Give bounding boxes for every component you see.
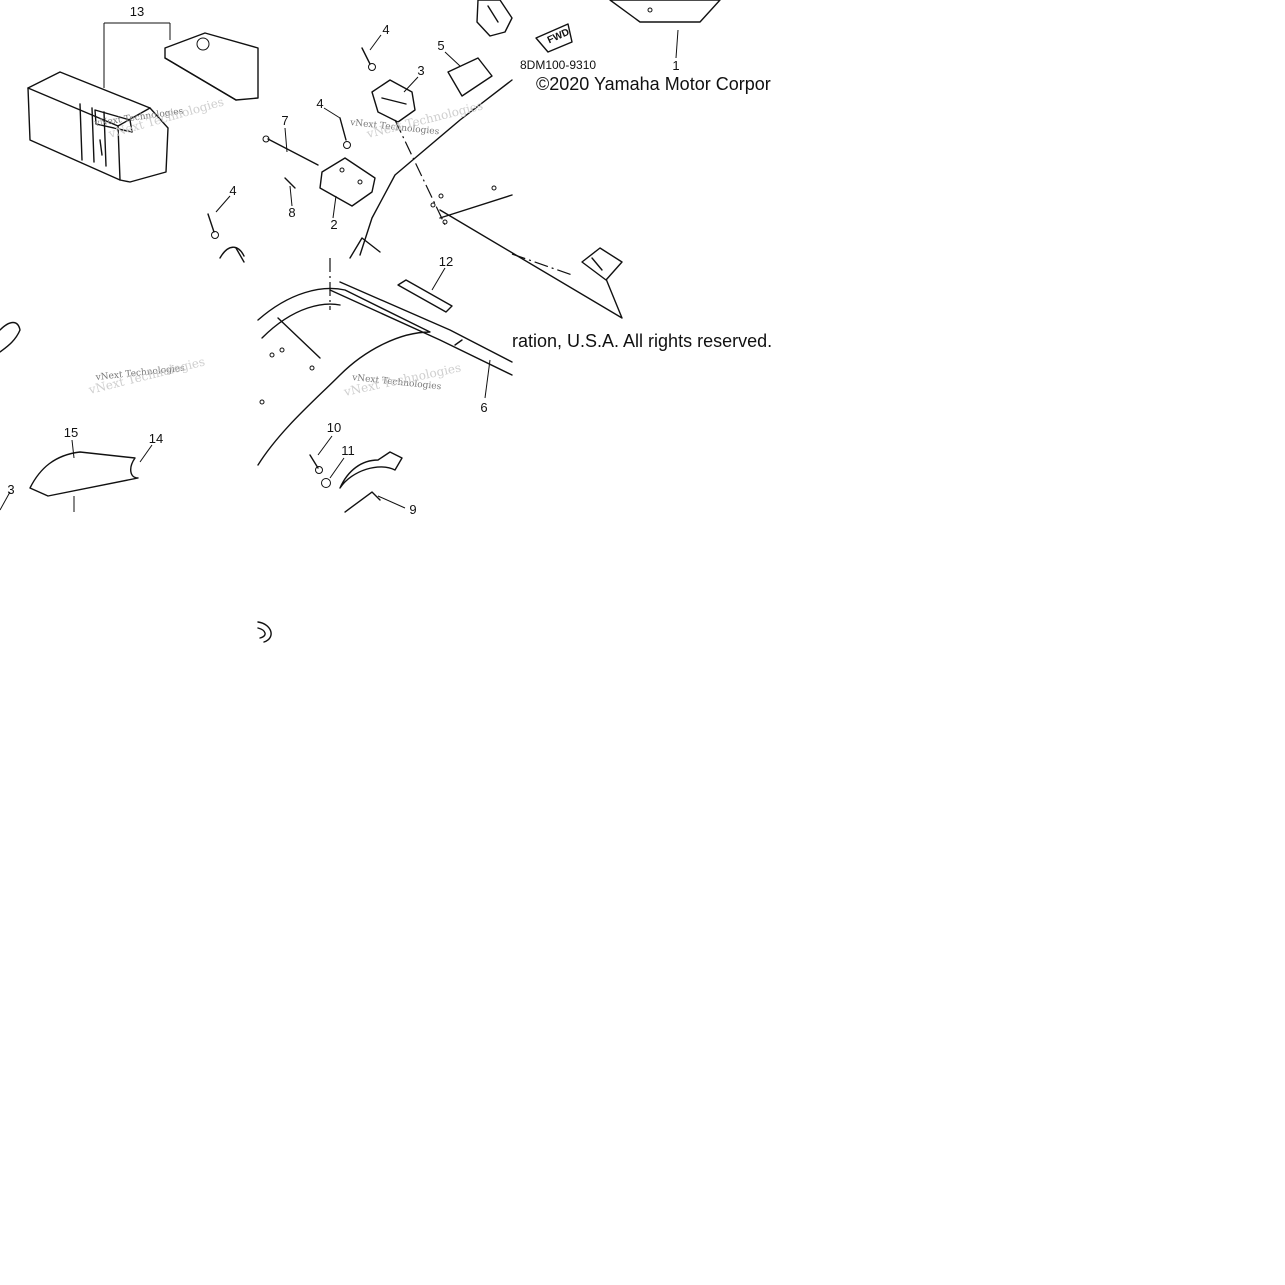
callout-3-lower: 3 [7, 482, 14, 497]
part-10-screw [309, 435, 333, 474]
part-7-long-bolt [262, 127, 319, 166]
leader-3-lower [0, 491, 11, 511]
part-13-seat-box [27, 71, 169, 183]
callout-4-left: 4 [229, 183, 236, 198]
part-right-bracket [581, 247, 623, 281]
copyright-line-1: ©2020 Yamaha Motor Corpor [536, 74, 771, 94]
leader-13 [103, 22, 171, 88]
callout-3: 3 [417, 63, 424, 78]
part-8-pin [284, 177, 296, 207]
part-2-bracket [319, 157, 376, 219]
part-14-15-sheet [29, 439, 153, 512]
callout-6: 6 [480, 400, 487, 415]
part-4-bolt-top [361, 34, 382, 71]
part-left-curve [0, 246, 245, 353]
part-9-damper [339, 451, 406, 513]
callout-8: 8 [288, 205, 295, 220]
callout-11: 11 [341, 443, 355, 458]
callout-12: 12 [439, 254, 453, 269]
part-6-rail [329, 281, 513, 399]
part-4-bolt-center [323, 107, 351, 149]
callout-7: 7 [281, 113, 288, 128]
callout-5: 5 [437, 38, 444, 53]
callout-4-center: 4 [316, 96, 323, 111]
part-3-clip [371, 76, 419, 123]
callout-14: 14 [149, 431, 163, 446]
part-5-pad [444, 51, 493, 97]
reference-code: 8DM100-9310 [520, 58, 596, 72]
callout-10: 10 [327, 420, 341, 435]
lower-curved-panel [257, 258, 431, 466]
part-12-strip [397, 267, 453, 313]
callout-1: 1 [672, 58, 679, 73]
part-13-seat-pad [164, 32, 259, 101]
callout-4-top: 4 [382, 22, 389, 37]
part-1-frame [609, 0, 721, 59]
callout-2: 2 [330, 217, 337, 232]
copyright-line-2: ration, U.S.A. All rights reserved. [512, 331, 772, 351]
fwd-arrow-icon: FWD [535, 23, 573, 53]
part-4-bolt-left [207, 195, 231, 239]
callout-13: 13 [130, 4, 144, 19]
part-top-bracket [476, 0, 513, 37]
hook-icon [257, 621, 272, 643]
part-11-washer [321, 457, 345, 488]
callout-15: 15 [64, 425, 78, 440]
callout-9: 9 [409, 502, 416, 517]
